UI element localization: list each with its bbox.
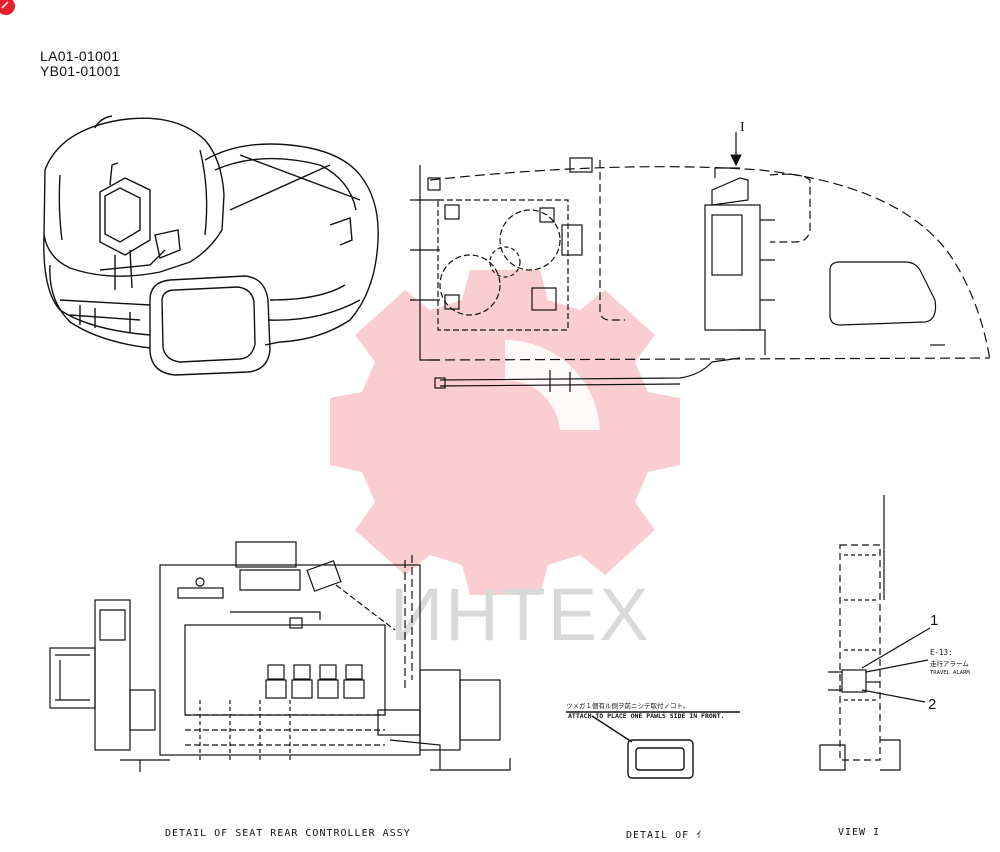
callout-ref-english: TRAVEL ALARM: [930, 670, 970, 676]
callout-ref-code: E-13:: [930, 648, 953, 657]
logo-badge-icon: [0, 0, 15, 15]
seat-isometric-drawing: [43, 115, 379, 376]
watermark-text: ИНТЕХ: [390, 573, 651, 656]
serial-number-1: LA01-01001: [40, 48, 120, 64]
callout-item-1: 1: [930, 612, 939, 629]
caption-controller-detail: DETAIL OF SEAT REAR CONTROLLER ASSY: [165, 828, 411, 839]
caption-detail-i: DETAIL OF ｲ: [626, 830, 703, 841]
callout-ref-japanese: 走行アラーム: [930, 660, 969, 668]
serial-number-2: YB01-01001: [40, 63, 121, 79]
detail-i-drawing: [566, 711, 740, 779]
view-arrow-icon: [730, 132, 742, 167]
controller-assy-drawing: [49, 541, 511, 772]
side-view-drawing: [410, 157, 991, 392]
callout-item-2: 2: [928, 696, 937, 713]
detail-note-japanese: ツメガ１個有ル側ヲ前ニシテ取付ノコト。: [566, 702, 690, 710]
view-i-drawing: [819, 495, 931, 771]
detail-note-english: ATTACH TO PLACE ONE PAWLS SIDE IN FRONT.: [568, 712, 725, 720]
view-marker-label: I: [740, 120, 745, 135]
caption-view-i: VIEW I: [838, 827, 881, 838]
gear-watermark-icon: [330, 270, 680, 595]
